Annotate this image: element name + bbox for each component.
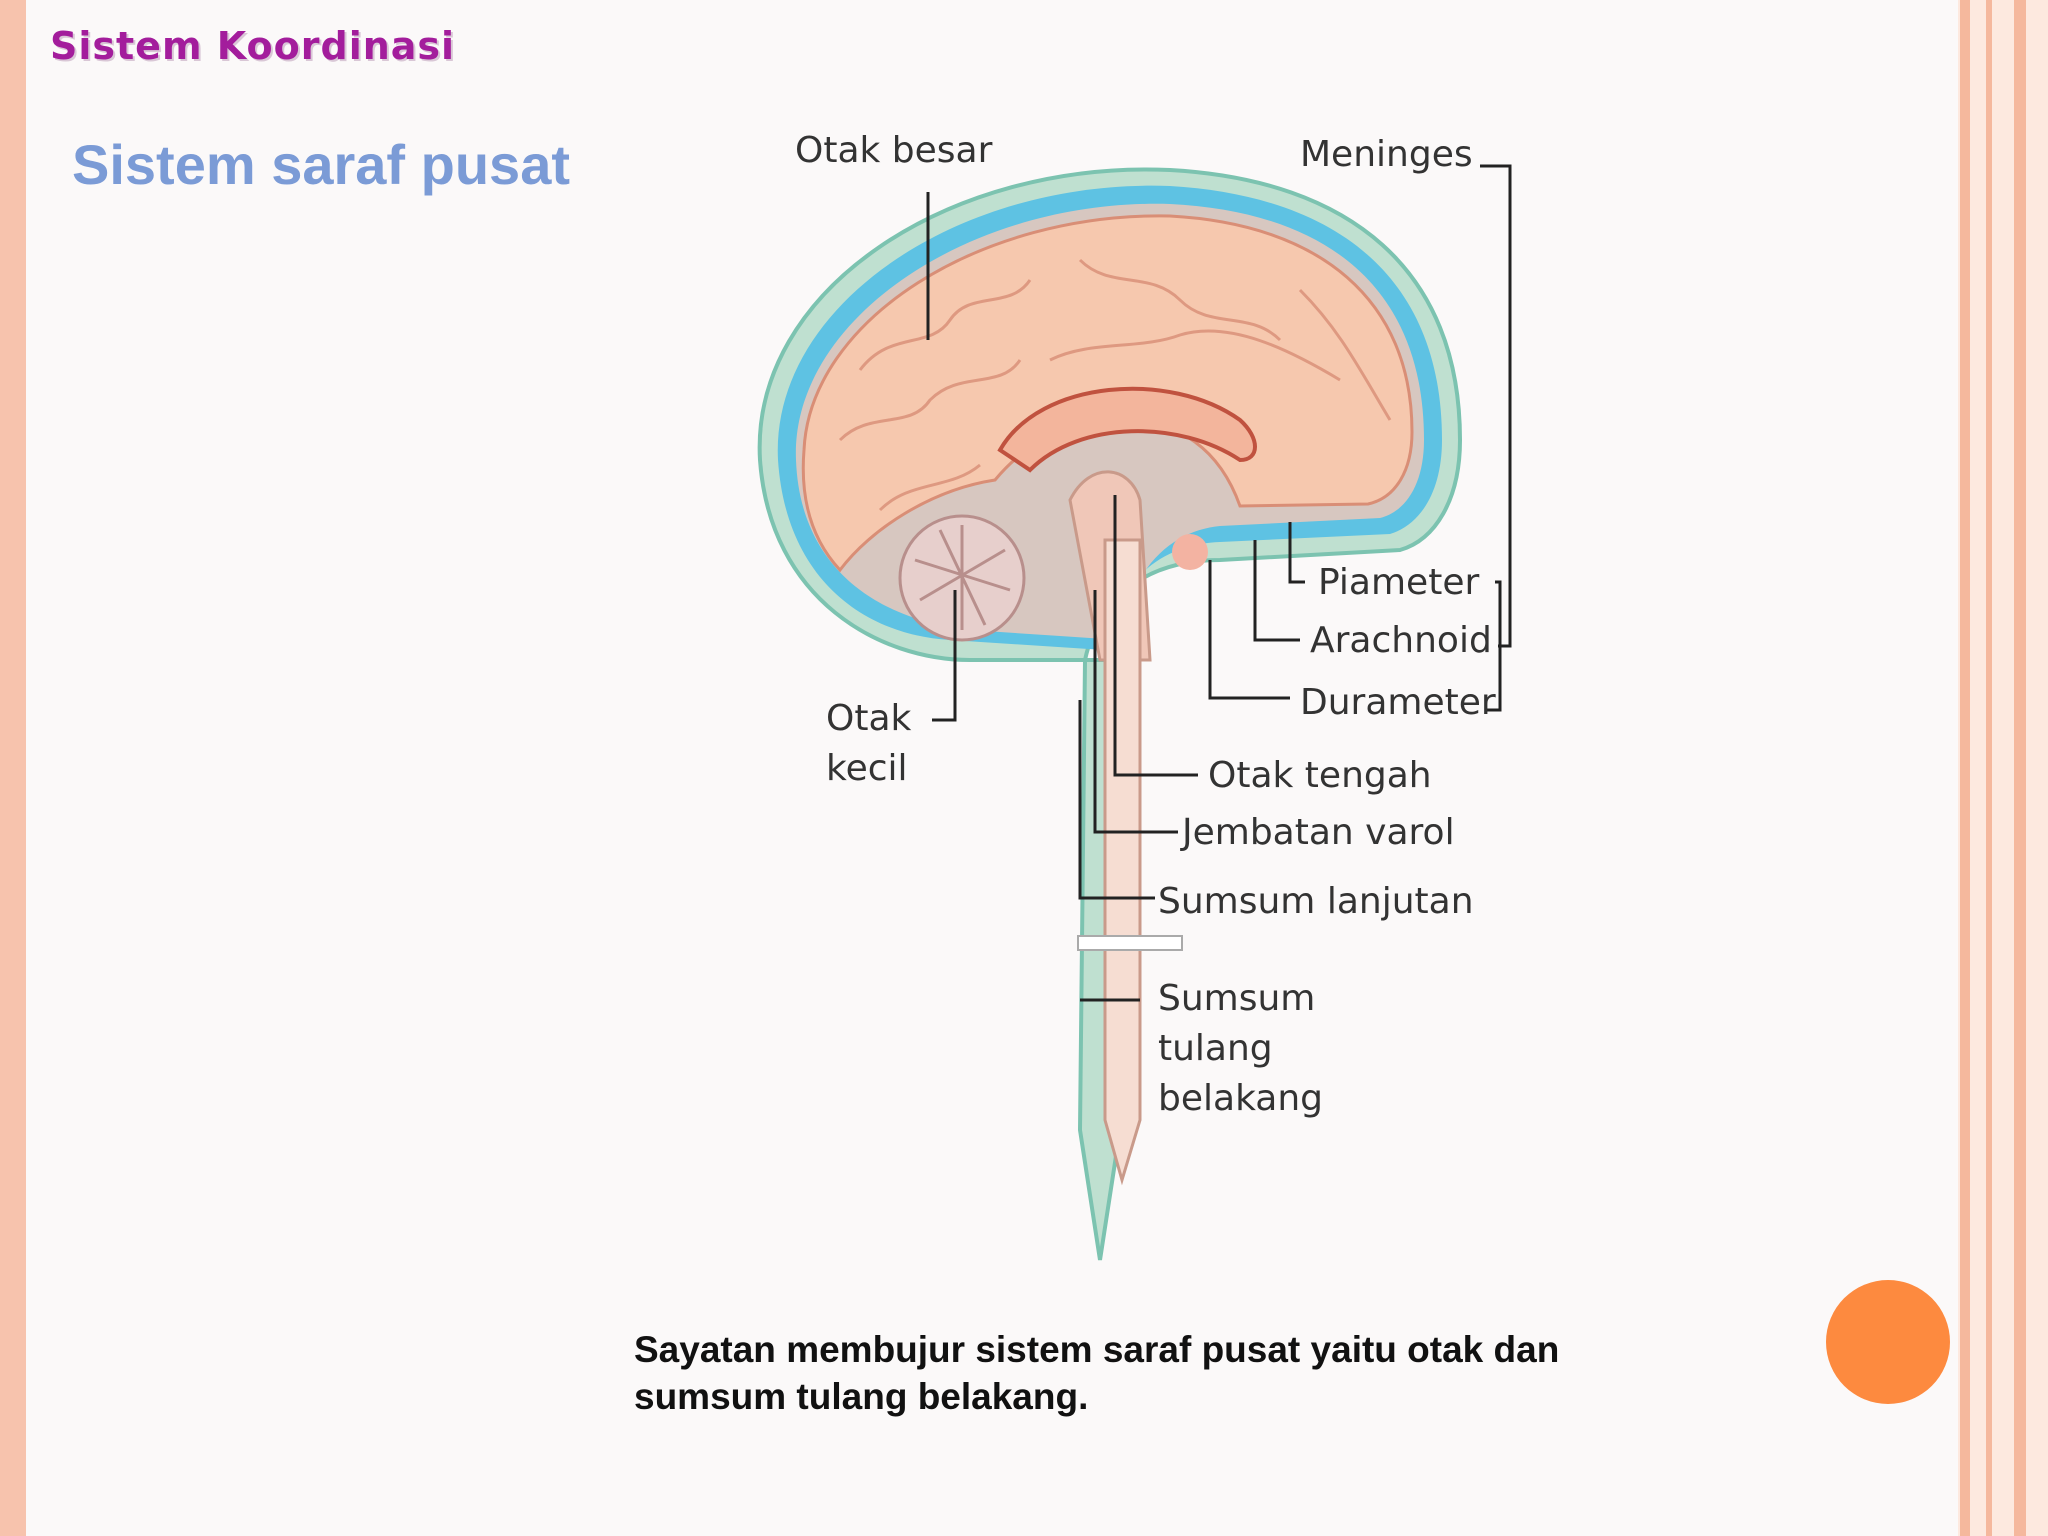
cerebellum (898, 514, 1026, 642)
right-band-line (1986, 0, 1992, 1536)
left-decorative-stripe (0, 0, 26, 1536)
gyri-lines (838, 258, 1392, 512)
label-sumsum-tulang-3: belakang (1158, 1078, 1323, 1119)
brain-spinal-cord-diagram: Otak besar Meninges Piameter Arachnoid D… (757, 130, 1512, 1261)
label-durameter: Durameter (1300, 682, 1496, 723)
label-otak-kecil-2: kecil (826, 748, 908, 789)
label-jembatan-varol: Jembatan varol (1180, 812, 1455, 853)
spinal-cord (1103, 538, 1142, 1186)
label-piameter: Piameter (1318, 562, 1479, 603)
label-sumsum-tulang-1: Sumsum (1158, 978, 1315, 1019)
orange-accent-dot (1826, 1280, 1950, 1404)
label-otak-tengah: Otak tengah (1208, 755, 1432, 796)
label-otak-kecil-1: Otak (826, 698, 912, 739)
label-arachnoid: Arachnoid (1310, 620, 1492, 661)
leader-lines (926, 164, 1512, 1002)
right-band-line (2014, 0, 2026, 1536)
section-header: Sistem Koordinasi (50, 24, 456, 68)
corpus-callosum (997, 386, 1257, 473)
pons-bulge (1172, 534, 1208, 570)
right-band-line (1960, 0, 1970, 1536)
label-sumsum-lanjutan: Sumsum lanjutan (1158, 881, 1474, 922)
right-decorative-band (1958, 0, 2048, 1536)
caption-text: Sayatan membujur sistem saraf pusat yait… (634, 1329, 1560, 1417)
slide-title: Sistem saraf pusat (72, 133, 570, 196)
label-sumsum-tulang-2: tulang (1158, 1028, 1273, 1069)
vertebra-band (1077, 935, 1183, 951)
label-meninges: Meninges (1300, 134, 1473, 175)
label-otak-besar: Otak besar (795, 130, 993, 171)
